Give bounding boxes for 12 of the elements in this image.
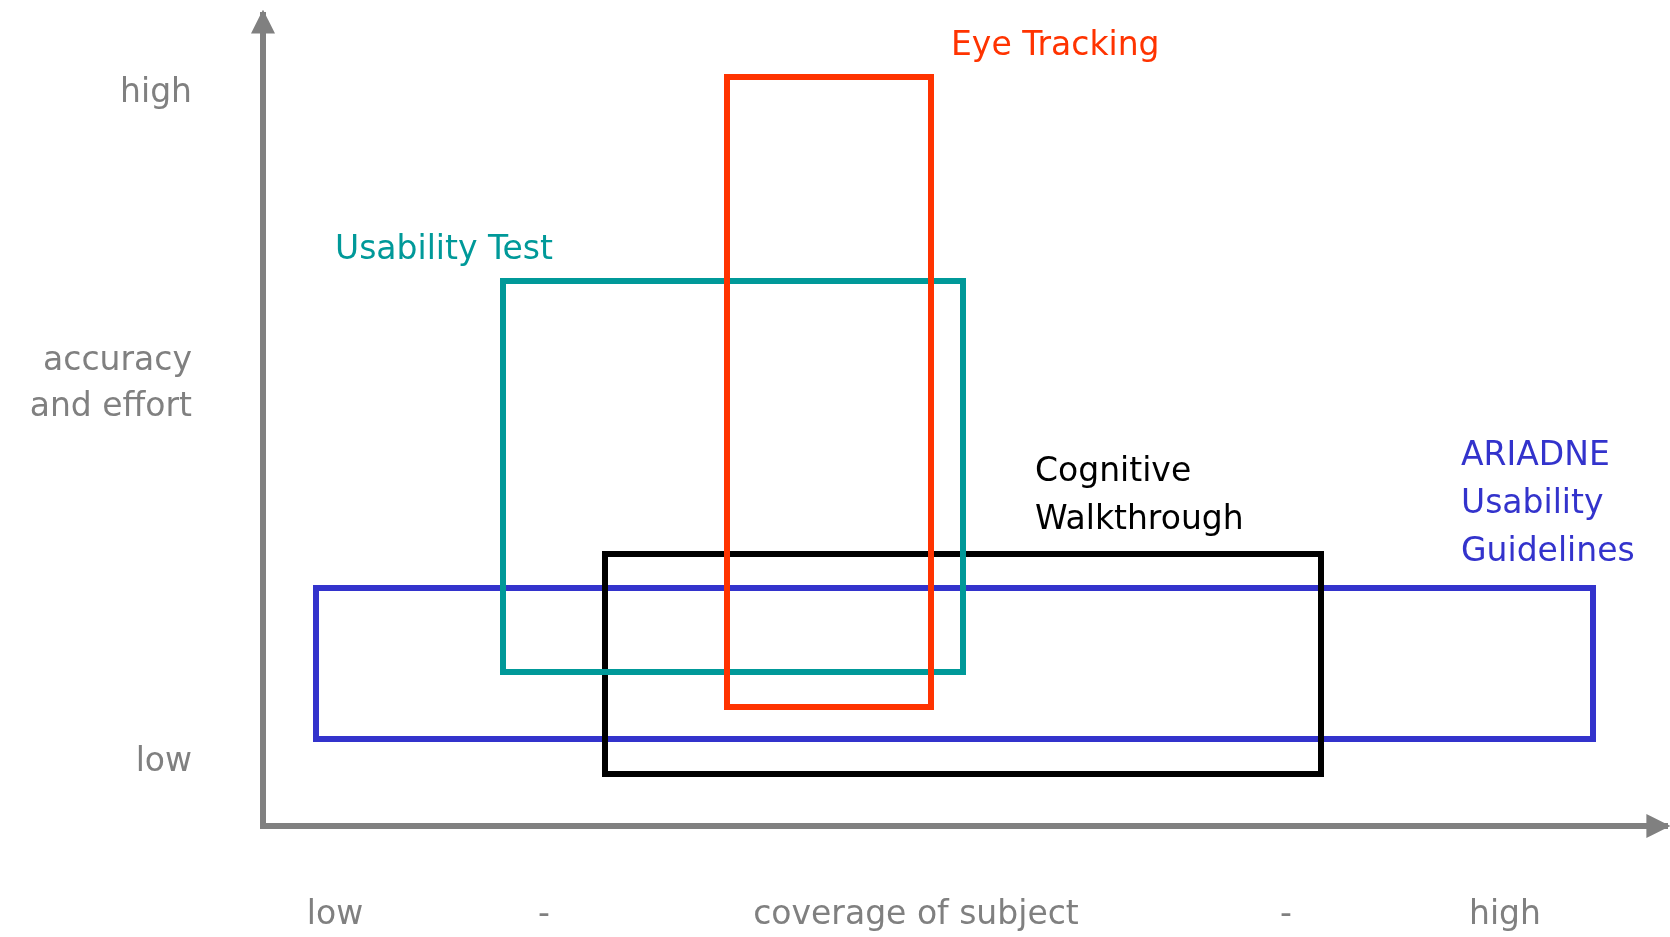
- axis-tick-label: -: [1279, 892, 1293, 934]
- method-label: Eye Tracking: [951, 23, 1161, 65]
- method-label: Usability Test: [335, 227, 554, 269]
- axis-title: coverage of subject: [752, 892, 1080, 934]
- method-label: Cognitive Walkthrough: [1035, 449, 1245, 539]
- axis-tick-label: low: [134, 739, 192, 781]
- axis-tick-label: -: [537, 892, 551, 934]
- axis-tick-label: low: [305, 892, 365, 934]
- axis-title: accuracy and effort: [28, 338, 192, 426]
- axis-tick-label: high: [1468, 892, 1542, 934]
- method-label: ARIADNE Usability Guidelines: [1461, 433, 1636, 571]
- axis-tick-label: high: [119, 70, 192, 112]
